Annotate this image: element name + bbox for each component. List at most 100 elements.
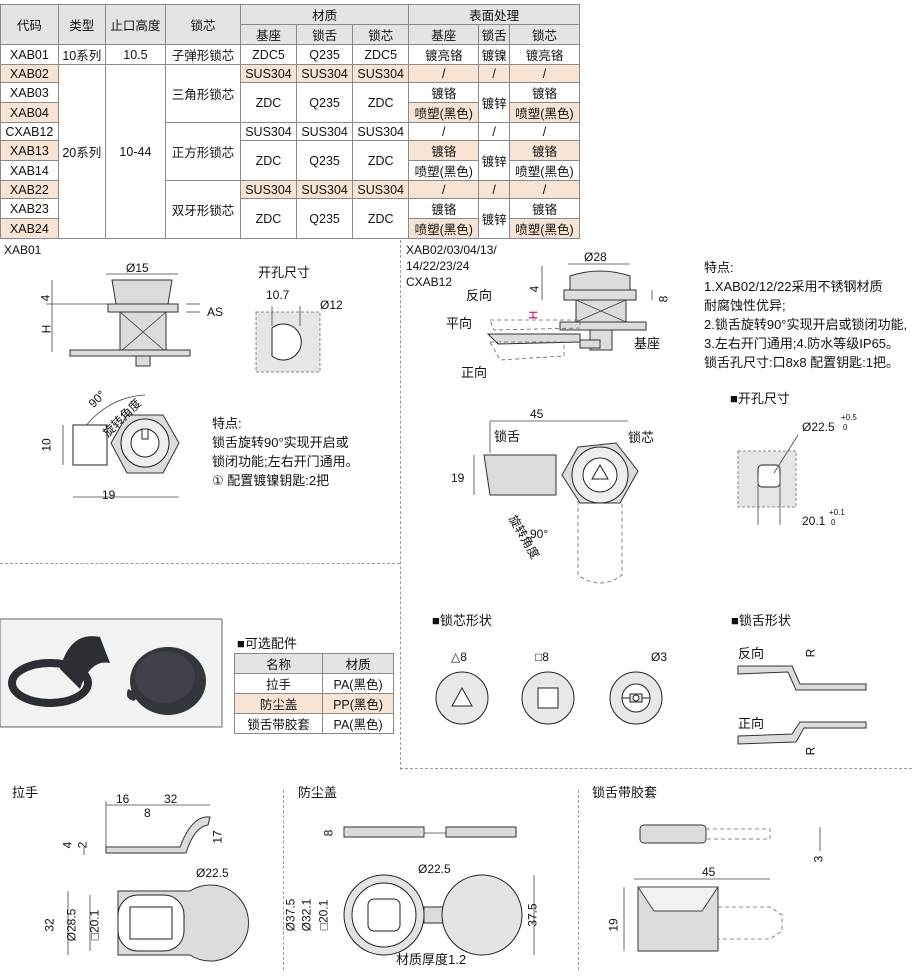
cell-s-base: 喷塑(黑色): [408, 160, 480, 181]
xab02-title-2: 14/22/23/24: [406, 259, 470, 273]
xab02-dim-d225: Ø22.5: [802, 420, 835, 434]
table-row: XAB24 喷塑(黑色) 喷塑(黑色): [0, 218, 581, 239]
core-shape-sq: □8: [535, 650, 549, 664]
th-code: 代码: [0, 4, 59, 45]
table-row: 拉手 PA(黑色): [233, 673, 394, 694]
cell-type: 20系列: [57, 64, 106, 239]
xab01-dim-AS: AS: [207, 305, 224, 319]
th-m-base: 基座: [239, 24, 298, 45]
cell-s-core: 镀亮铬: [508, 44, 581, 65]
handle-dim-201: □20.1: [87, 909, 102, 941]
xab02-label-core: 锁芯: [628, 430, 655, 445]
cell-m-core: ZDC: [352, 82, 410, 123]
xab02-tol2-up: +0.1: [829, 508, 845, 517]
acc-cell: PP(黑色): [322, 693, 394, 714]
tongue-shape-title: ■锁舌形状: [731, 613, 791, 628]
xab02-label-tongue: 锁舌: [494, 429, 521, 444]
cell-type: 10系列: [57, 44, 106, 65]
xab01-dim-10: 10: [39, 438, 54, 452]
xab01-dim-H: H: [39, 324, 54, 334]
xab02-tol-up: +0.5: [841, 413, 857, 422]
xab02-feature-2: 耐腐蚀性优异;: [704, 298, 786, 313]
xab02-label-forward: 正向: [461, 365, 488, 380]
sleeve-dim-45: 45: [702, 865, 716, 879]
core-shape-title: ■锁芯形状: [432, 613, 492, 628]
cell-m-tongue: Q235: [296, 82, 354, 123]
th-surface: 表面处理: [408, 4, 580, 25]
th-s-core: 锁芯: [508, 24, 581, 45]
xab01-title: XAB01: [4, 243, 42, 257]
sleeve-dim-19: 19: [606, 918, 621, 932]
acc-cell: 防尘盖: [233, 693, 324, 714]
cell-code: XAB03: [0, 82, 59, 103]
th-stop-height: 止口高度: [104, 4, 167, 45]
core-shape-d3: Ø3: [651, 650, 668, 664]
cell-s-base: /: [408, 180, 480, 199]
cell-s-base: 喷塑(黑色): [408, 218, 480, 239]
handle-dim-d225: Ø22.5: [196, 866, 229, 880]
th-m-tongue: 锁舌: [296, 24, 354, 45]
sleeve-title: 锁舌带胶套: [592, 785, 658, 800]
xab02-hole-drawing: [737, 434, 799, 525]
cell-s-core: 喷塑(黑色): [508, 102, 581, 123]
handle-dim-4: 4: [60, 841, 75, 849]
handle-dim-2: 2: [75, 841, 90, 849]
cell-m-base: ZDC: [239, 140, 298, 181]
xab01-side-view: [46, 273, 200, 367]
cell-s-tongue: /: [478, 122, 510, 141]
xab02-dim-201: 20.1: [802, 514, 826, 528]
cell-s-core: 镀铬: [508, 140, 581, 161]
cell-s-core: /: [508, 180, 581, 199]
cell-s-tongue: 镀镍: [478, 44, 510, 65]
xab01-hole-title: 开孔尺寸: [258, 265, 311, 280]
cell-code: XAB04: [0, 102, 59, 123]
xab01-dim-4: 4: [38, 294, 53, 302]
xab02-angle: 90°: [530, 527, 549, 541]
handle-dim-32v: 32: [42, 918, 57, 932]
xab02-tol-down: 0: [843, 423, 848, 432]
cell-lock: 正方形锁芯: [165, 122, 241, 181]
table-row: XAB14 喷塑(黑色) 喷塑(黑色): [0, 160, 581, 181]
handle-dim-32: 32: [164, 792, 178, 806]
cell-m-tongue: SUS304: [296, 180, 354, 199]
xab02-title-3: CXAB12: [406, 275, 453, 289]
cell-m-base: SUS304: [239, 180, 298, 199]
xab01-dim-19: 19: [102, 488, 116, 502]
table-row: XAB23 ZDC Q235 ZDC 镀铬 镀锌 镀铬: [0, 198, 581, 239]
cell-s-tongue: 镀锌: [478, 198, 510, 239]
dustcap-dim-375: 37.5: [525, 903, 540, 927]
cell-s-core: 喷塑(黑色): [508, 218, 581, 239]
handle-drawing: [67, 801, 249, 962]
xab02-side-view: [486, 263, 653, 361]
cell-s-core: 镀铬: [508, 82, 581, 103]
xab01-dim-d12: Ø12: [320, 298, 343, 312]
cell-s-base: 镀铬: [408, 140, 480, 161]
cell-lock: 双牙形锁芯: [165, 180, 241, 239]
xab02-dim-d28: Ø28: [584, 250, 607, 264]
xab02-label-base: 基座: [634, 336, 661, 351]
cell-m-core: SUS304: [352, 64, 410, 83]
dustcap-dim-201: □20.1: [316, 899, 331, 931]
xab02-title-1: XAB02/03/04/13/: [406, 243, 497, 257]
cell-s-base: 镀铬: [408, 198, 480, 219]
cell-m-tongue: Q235: [296, 44, 354, 65]
core-shape-drawings: [435, 671, 663, 725]
tongue-shape-R1: R: [803, 648, 818, 658]
cell-m-base: ZDC5: [239, 44, 298, 65]
dustcap-drawing: [343, 826, 535, 956]
handle-dim-17: 17: [210, 830, 225, 844]
table-row: 防尘盖 PP(黑色): [233, 693, 394, 714]
xab01-feature-2: 锁闭功能;左右开门通用。: [212, 454, 359, 469]
cell-m-core: SUS304: [352, 122, 410, 141]
accessory-photo: [0, 618, 223, 728]
cell-s-core: /: [508, 64, 581, 83]
cell-s-base: /: [408, 122, 480, 141]
acc-cell: 拉手: [233, 673, 324, 694]
xab02-tol2-down: 0: [831, 518, 836, 527]
cell-s-base: /: [408, 64, 480, 83]
table-row: CXAB12 正方形锁芯 SUS304 SUS304 SUS304 / / /: [0, 122, 581, 181]
xab02-feature-3: 2.锁舌旋转90°实现开启或锁闭功能,: [704, 317, 908, 332]
th-type: 类型: [57, 4, 106, 45]
sleeve-drawing: [623, 824, 821, 952]
xab02-dim-H: H: [526, 310, 541, 320]
